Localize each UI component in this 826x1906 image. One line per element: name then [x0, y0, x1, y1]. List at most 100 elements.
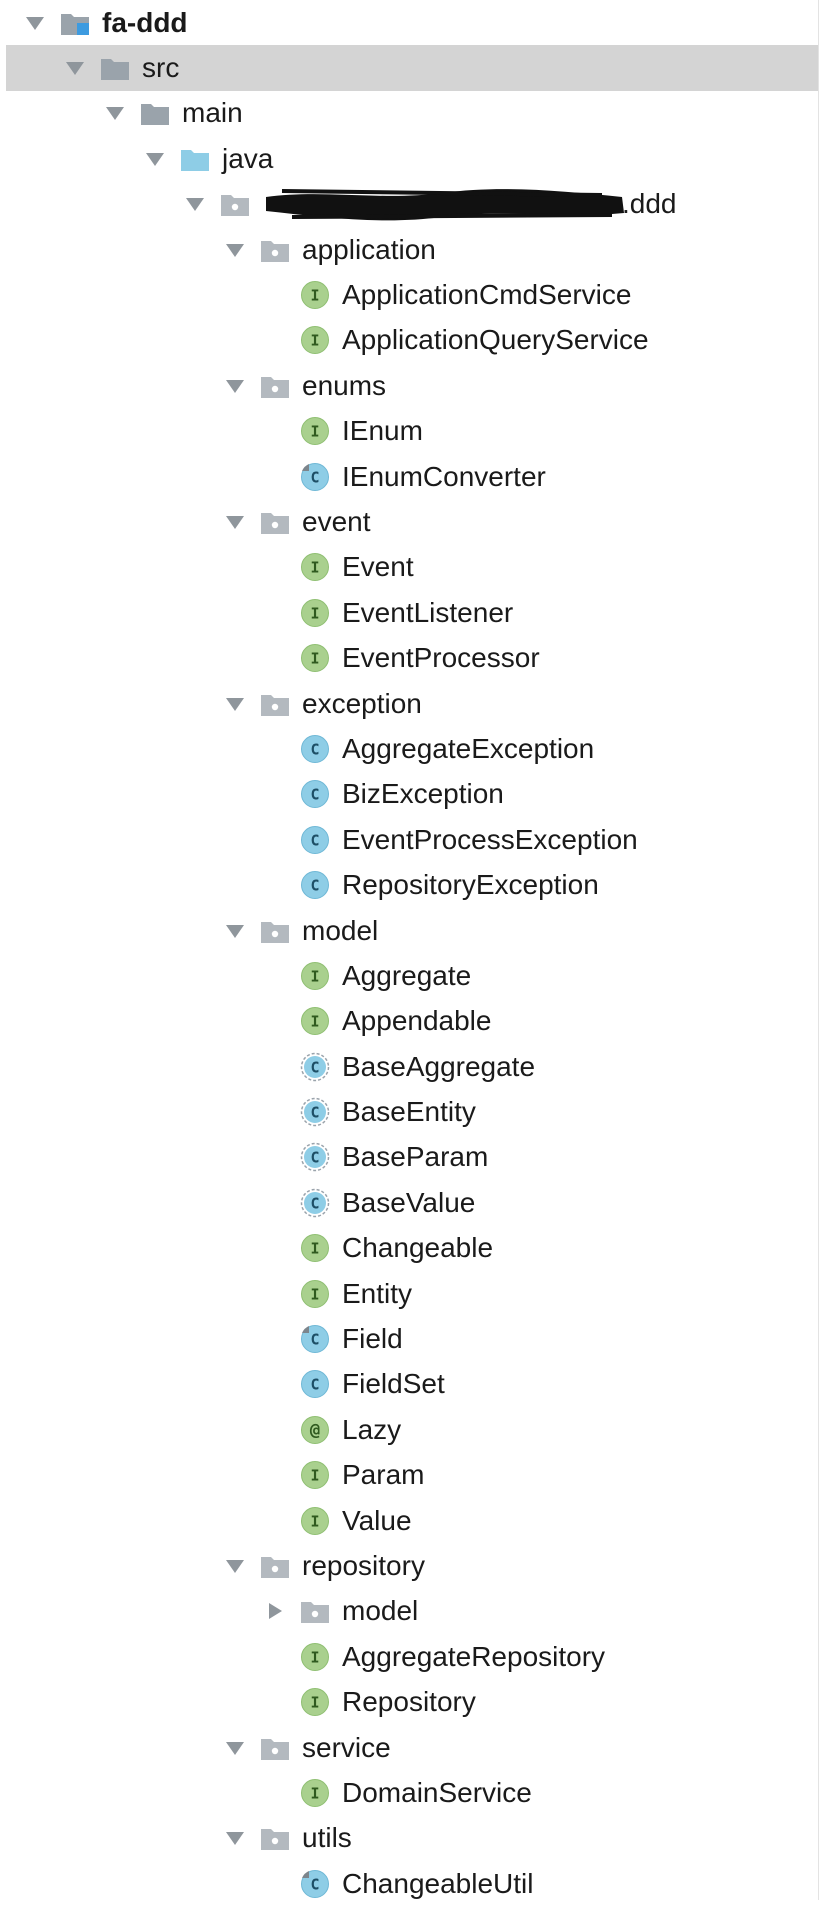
- tree-node-label: model: [302, 914, 379, 946]
- svg-text:I: I: [310, 604, 319, 622]
- svg-text:C: C: [310, 1376, 319, 1394]
- collapse-arrow-icon[interactable]: [224, 239, 246, 261]
- package-icon: [260, 1733, 290, 1763]
- interface-icon: I: [300, 552, 330, 582]
- source-root-folder-icon: [180, 144, 210, 174]
- tree-node[interactable]: application: [6, 227, 818, 272]
- tree-node[interactable]: enums: [6, 363, 818, 408]
- tree-node-label: DomainService: [342, 1776, 532, 1808]
- svg-text:C: C: [310, 1875, 319, 1893]
- tree-node[interactable]: I ApplicationQueryService: [6, 318, 818, 363]
- collapse-arrow-icon[interactable]: [224, 693, 246, 715]
- tree-node[interactable]: C Field: [6, 1316, 818, 1361]
- annotation-icon: @: [300, 1415, 330, 1445]
- collapse-arrow-icon[interactable]: [224, 511, 246, 533]
- abstract-class-icon: C: [300, 1188, 330, 1218]
- class-runnable-icon: C: [300, 462, 330, 492]
- tree-node-label: Field: [342, 1323, 403, 1355]
- tree-node[interactable]: main: [6, 91, 818, 136]
- tree-node-label: utils: [302, 1822, 352, 1854]
- tree-node-label: Value: [342, 1504, 412, 1536]
- tree-node-label: enums: [302, 369, 387, 401]
- tree-node[interactable]: src: [6, 45, 818, 91]
- package-icon: [260, 1823, 290, 1853]
- tree-node[interactable]: I IEnum: [6, 409, 818, 454]
- class-runnable-icon: C: [300, 1324, 330, 1354]
- tree-node-label: exception: [302, 687, 422, 719]
- tree-node[interactable]: exception: [6, 681, 818, 726]
- svg-text:I: I: [310, 1240, 319, 1258]
- tree-node[interactable]: I DomainService: [6, 1770, 818, 1815]
- svg-text:I: I: [310, 423, 319, 441]
- tree-node[interactable]: service: [6, 1725, 818, 1770]
- collapse-arrow-icon[interactable]: [224, 1737, 246, 1759]
- package-icon: [300, 1596, 330, 1626]
- tree-node[interactable]: fa-ddd: [6, 0, 818, 45]
- package-icon: [220, 189, 250, 219]
- interface-icon: I: [300, 416, 330, 446]
- collapse-arrow-icon[interactable]: [64, 57, 86, 79]
- tree-node[interactable]: utils: [6, 1816, 818, 1861]
- interface-icon: I: [300, 598, 330, 628]
- svg-text:I: I: [310, 287, 319, 305]
- package-icon: [260, 916, 290, 946]
- tree-node[interactable]: java: [6, 136, 818, 181]
- tree-node[interactable]: repository: [6, 1543, 818, 1588]
- interface-icon: I: [300, 1233, 330, 1263]
- interface-icon: I: [300, 643, 330, 673]
- expand-arrow-icon[interactable]: [264, 1600, 286, 1622]
- interface-icon: I: [300, 1006, 330, 1036]
- collapse-arrow-icon[interactable]: [224, 920, 246, 942]
- svg-text:I: I: [310, 1013, 319, 1031]
- tree-node[interactable]: model: [6, 1589, 818, 1634]
- interface-icon: I: [300, 1778, 330, 1808]
- collapse-arrow-icon[interactable]: [224, 1827, 246, 1849]
- tree-node[interactable]: @Lazy: [6, 1407, 818, 1452]
- svg-text:I: I: [310, 1784, 319, 1802]
- collapse-arrow-icon[interactable]: [224, 375, 246, 397]
- tree-node-label: .ddd: [622, 188, 677, 220]
- svg-text:I: I: [310, 1467, 319, 1485]
- package-icon: [260, 507, 290, 537]
- tree-node[interactable]: model: [6, 908, 818, 953]
- collapse-arrow-icon[interactable]: [104, 102, 126, 124]
- collapse-arrow-icon[interactable]: [184, 193, 206, 215]
- tree-node[interactable]: event: [6, 499, 818, 544]
- tree-node-label: IEnum: [342, 415, 423, 447]
- tree-node[interactable]: .ddd: [6, 182, 818, 227]
- interface-icon: I: [300, 325, 330, 355]
- collapse-arrow-icon[interactable]: [24, 12, 46, 34]
- svg-text:C: C: [310, 1104, 319, 1122]
- package-icon: [260, 235, 290, 265]
- interface-icon: I: [300, 1642, 330, 1672]
- tree-node-label: repository: [302, 1549, 425, 1581]
- folder-icon: [100, 53, 130, 83]
- collapse-arrow-icon[interactable]: [144, 148, 166, 170]
- collapse-arrow-icon[interactable]: [224, 1555, 246, 1577]
- tree-node-label: Repository: [342, 1686, 476, 1718]
- tree-node-label: ApplicationQueryService: [342, 324, 649, 356]
